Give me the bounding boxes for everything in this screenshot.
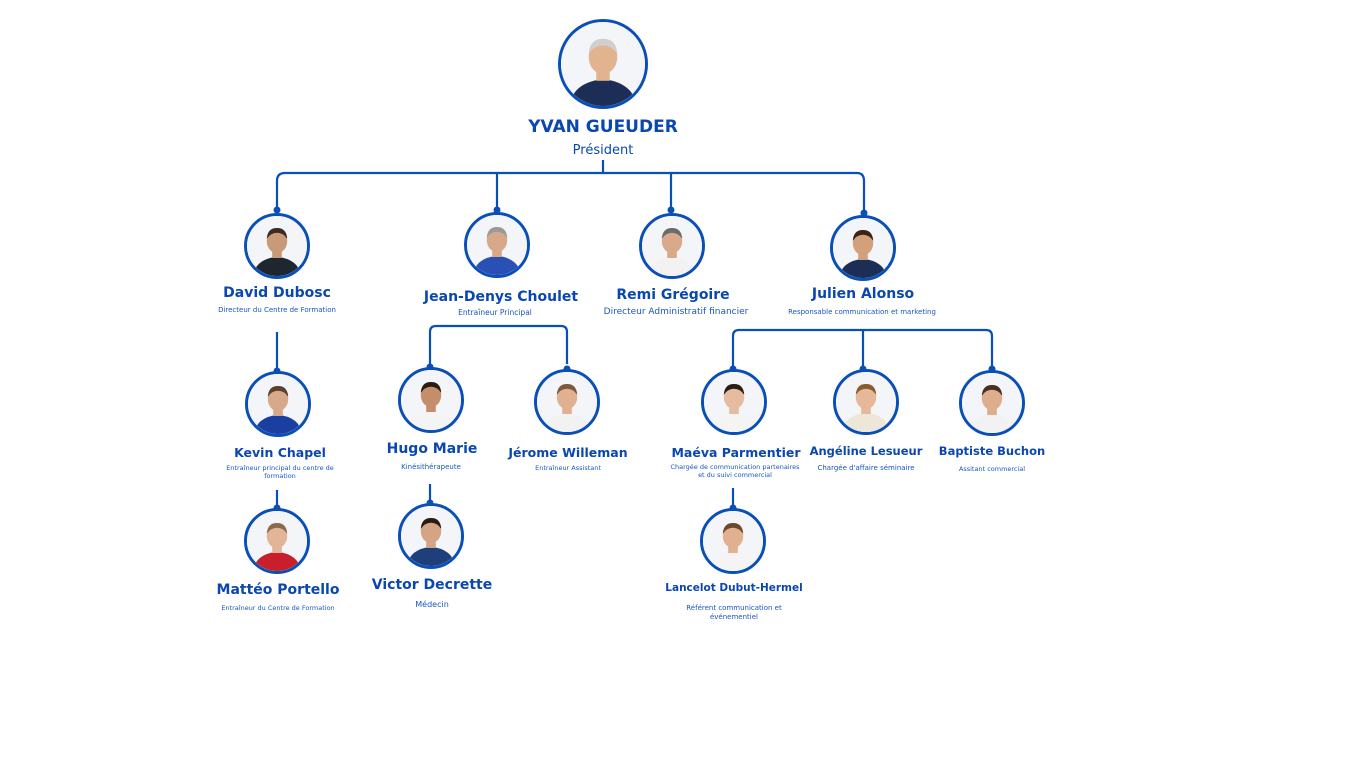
name-remi-gregoire: Remi Grégoire [616,287,730,303]
name-julien-alonso: Julien Alonso [811,286,915,302]
avatar-victor-decrette [398,503,464,569]
role-angeline-lesueur: Chargée d'affaire séminaire [817,464,915,472]
avatar-jerome-willeman [534,369,600,435]
avatar-remi-gregoire [639,213,705,279]
name-lancelot-dubut-hermel: Lancelot Dubut-Hermel [665,582,803,594]
avatar-lancelot-dubut-hermel [700,508,766,574]
role-victor-decrette: Médecin [415,600,449,609]
role-julien-alonso: Responsable communication et marketing [788,308,936,316]
name-angeline-lesueur: Angéline Lesueur [809,444,923,458]
name-baptiste-buchon: Baptiste Buchon [938,444,1046,458]
role-matteo-portello: Entraîneur du Centre de Formation [221,604,335,612]
role-baptiste-buchon: Assitant commercial [958,465,1026,473]
name-victor-decrette: Victor Decrette [371,577,493,593]
role-kevin-chapel: Entraîneur principal du centre de format… [226,464,334,481]
avatar-hugo-marie [398,367,464,433]
name-jerome-willeman: Jérome Willeman [508,445,628,460]
avatar-maeva-parmentier [701,369,767,435]
role-maeva-parmentier: Chargée de communication partenaires et … [670,463,800,480]
role-jean-denys-choulet: Entraîneur Principal [458,308,532,317]
avatar-angeline-lesueur [833,369,899,435]
avatar-julien-alonso [830,215,896,281]
name-hugo-marie: Hugo Marie [386,441,478,457]
name-maeva-parmentier: Maéva Parmentier [671,445,801,460]
name-jean-denys-choulet: Jean-Denys Choulet [423,289,579,305]
name-david-dubosc: David Dubosc [223,285,331,301]
role-hugo-marie: Kinésithérapeute [401,463,461,471]
avatar-matteo-portello [244,508,310,574]
avatar-david-dubosc [244,213,310,279]
avatar-baptiste-buchon [959,370,1025,436]
role-remi-gregoire: Directeur Administratif financier [603,307,749,317]
role-david-dubosc: Directeur du Centre de Formation [218,306,336,314]
avatar-yvan-gueuder [558,19,648,109]
avatar-jean-denys-choulet [464,212,530,278]
name-yvan-gueuder: YVAN GUEUDER [528,117,678,137]
name-kevin-chapel: Kevin Chapel [234,445,326,460]
name-matteo-portello: Mattéo Portello [216,582,340,598]
avatar-kevin-chapel [245,371,311,437]
role-jerome-willeman: Entraîneur Assistant [535,464,601,472]
role-yvan-gueuder: Président [572,143,634,158]
role-lancelot-dubut-hermel: Référent communication et événementiel [686,604,782,621]
